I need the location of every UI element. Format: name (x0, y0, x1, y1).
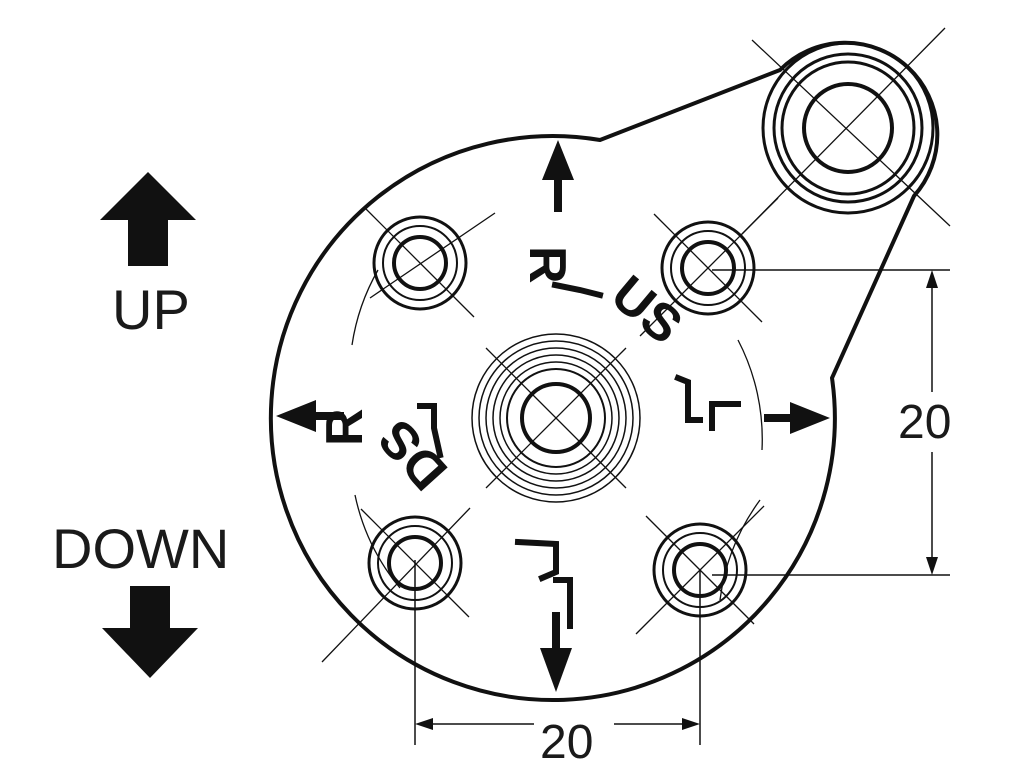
up-label: UP (112, 278, 190, 341)
mark-us: US (600, 265, 693, 356)
bolt-hole-upper-left (365, 208, 496, 318)
arrow-right-icon (790, 402, 830, 434)
mark-r-upper: R (518, 246, 576, 284)
mark-ds: DS (367, 408, 458, 501)
down-label: DOWN (52, 517, 229, 580)
plate-outline (268, 40, 940, 703)
arrow-down-icon (540, 648, 572, 692)
path-lines (417, 281, 741, 629)
arrow-left-icon (276, 400, 316, 432)
mark-r-lower: R (316, 408, 374, 446)
bolt-hole-upper-right (639, 197, 779, 337)
down-arrow-icon (102, 586, 198, 678)
center-boss (471, 333, 641, 503)
arrow-up-icon (542, 140, 574, 180)
plate-marks: R US R DS (316, 246, 693, 501)
dimension-horizontal-label: 20 (540, 716, 593, 768)
plate-arrows (276, 140, 830, 692)
dimension-horizontal: 20 (414, 560, 701, 768)
dimension-vertical: 20 (712, 269, 972, 576)
bolt-hole-lower-left (321, 507, 471, 663)
legend: UP DOWN (52, 172, 229, 678)
up-arrow-icon (100, 172, 196, 266)
dimension-vertical-label: 20 (898, 396, 951, 449)
